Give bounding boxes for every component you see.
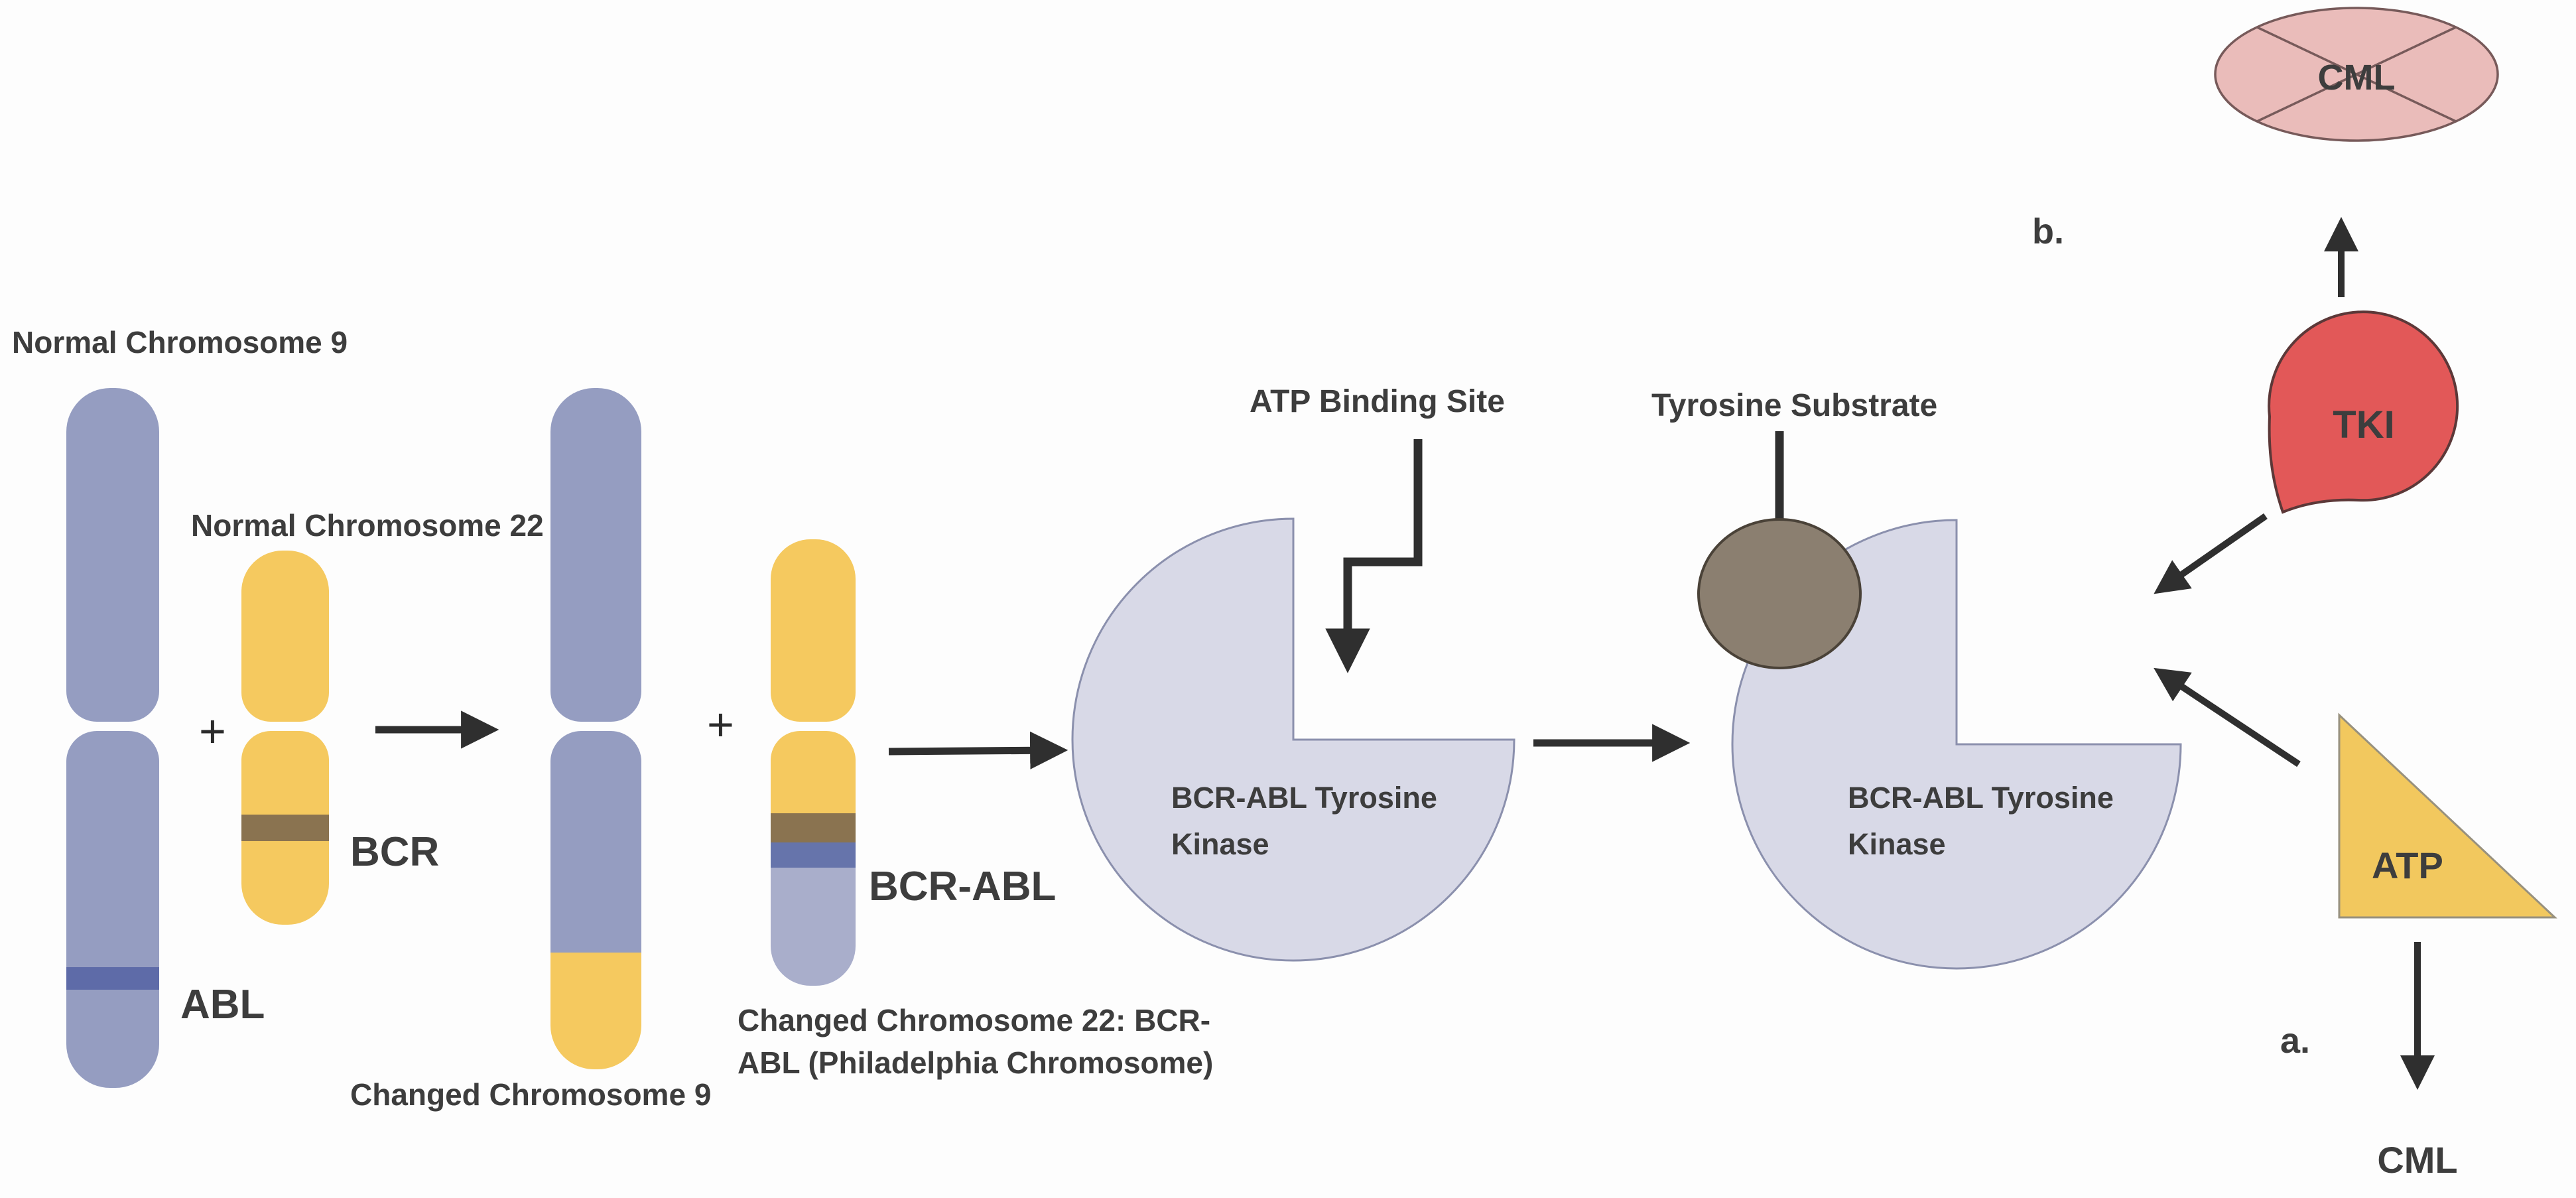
tki-to-kinase-arrow [2154,513,2268,594]
changed-chromosome-9-bottom-arm [550,731,641,1069]
changed-chromosome-22-label-line2: ABL (Philadelphia Chromosome) [738,1045,1214,1081]
abl-label: ABL [180,982,265,1028]
atp-label: ATP [2372,844,2443,886]
philadelphia-to-kinase-arrow [888,731,1068,769]
plus-sign-1: + [199,705,226,757]
atp-binding-site-connector [1325,439,1423,673]
chromosome-9-lower-segment [66,731,159,967]
kinase-1-label-line1: BCR-ABL Tyrosine [1171,781,1437,815]
pathway-b-label: b. [2032,212,2064,251]
normal-chromosome-22-top-arm [241,551,329,722]
philadelphia-abl-band [771,842,856,868]
cml-cross-line-2 [2256,26,2457,123]
philadelphia-chromosome-bottom-arm [771,731,856,986]
chromosome-22-lower-segment [241,731,329,815]
plus-sign-2: + [707,699,734,750]
kinase-1-label-line2: Kinase [1171,827,1269,861]
tki-label: TKI [2333,403,2395,446]
changed-chromosome-9-blue-segment [550,731,641,953]
philadelphia-bcr-band [771,813,856,842]
normal-chromosome-22-bottom-arm [241,731,329,925]
changed-chromosome-9-label: Changed Chromosome 9 [350,1077,712,1112]
philadelphia-gray-tip [771,868,856,986]
chromosome-22-tip-segment [241,841,329,925]
tki-teardrop [2268,310,2459,514]
tyrosine-substrate-oval [1697,518,1862,669]
kinase-2-label-line1: BCR-ABL Tyrosine [1848,781,2114,815]
changed-chromosome-22-label: Changed Chromosome 22: BCR- ABL (Philade… [738,999,1213,1085]
bcr-label: BCR [350,829,440,875]
changed-chromosome-22-label-line1: Changed Chromosome 22: BCR- [738,1003,1211,1037]
cml-crossed-label: CML [2317,58,2396,98]
bcr-gene-band [241,815,329,841]
chromosome-9-tip-segment [66,990,159,1088]
changed-chromosome-9-yellow-tip [550,953,641,1069]
changed-chromosome-9-top-arm [550,388,641,722]
kinase-1-label: BCR-ABL Tyrosine Kinase [1171,775,1437,868]
kinase-2-label: BCR-ABL Tyrosine Kinase [1848,775,2114,868]
cml-label: CML [2377,1139,2458,1181]
bcr-abl-label: BCR-ABL [869,864,1057,909]
normal-chromosome-9-label: Normal Chromosome 9 [12,325,348,360]
normal-chromosome-9-top-arm [66,388,159,722]
abl-gene-band [66,967,159,990]
philadelphia-chromosome-top-arm [771,539,856,722]
kinase-shape-1 [1071,517,1515,962]
atp-to-kinase-arrow [2154,667,2301,767]
atp-triangle [2338,712,2557,919]
philadelphia-yellow-segment [771,731,856,813]
pathway-a-label: a. [2280,1021,2311,1061]
normal-chromosome-22-label: Normal Chromosome 22 [191,508,544,543]
atp-binding-site-label: ATP Binding Site [1250,384,1505,419]
kinase-2-label-line2: Kinase [1848,827,1946,861]
tyrosine-substrate-label: Tyrosine Substrate [1651,388,1938,423]
normal-chromosome-9-bottom-arm [66,731,159,1088]
